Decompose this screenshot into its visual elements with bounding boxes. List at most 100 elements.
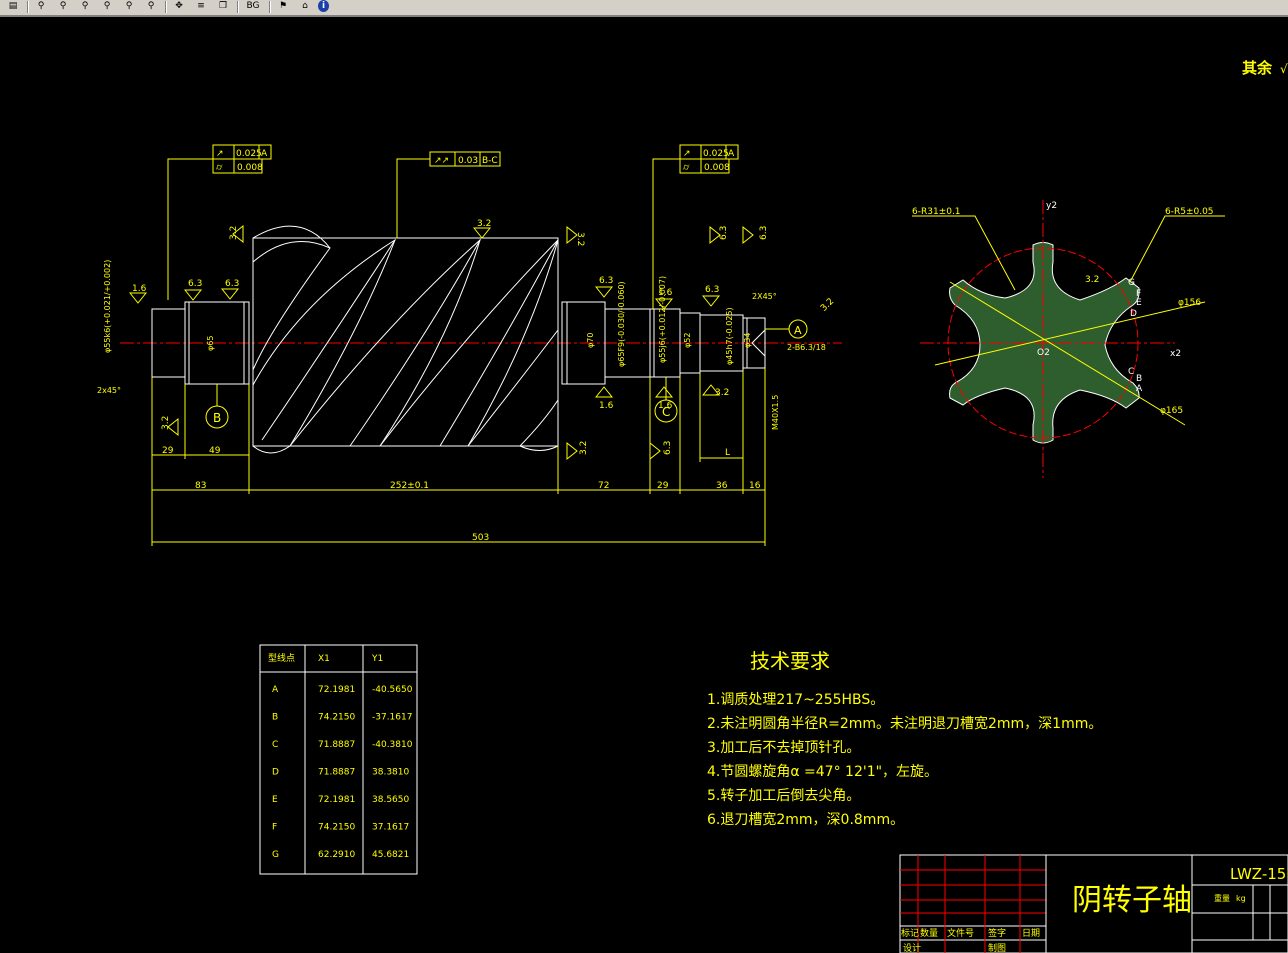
- table-cell: -37.1617: [372, 713, 412, 723]
- tech-req-item: 1.调质处理217~255HBS。: [707, 692, 884, 708]
- datum-markers: [205, 319, 808, 429]
- title-row-label: 设计: [903, 942, 921, 953]
- toolbar-separator: [27, 1, 29, 13]
- dim-d45: φ45h7(-0.025): [725, 307, 734, 365]
- roughness-value: 6.3: [225, 279, 239, 289]
- table-cell: B: [272, 713, 278, 723]
- roughness-value: 3.2: [715, 388, 729, 398]
- roughness-note: 其余: [1242, 59, 1273, 77]
- pan-icon[interactable]: ✥: [175, 1, 183, 11]
- zoom-window-icon[interactable]: ⚲: [81, 1, 89, 11]
- datum-b-label: B: [213, 411, 221, 425]
- home-icon[interactable]: ⌂: [302, 1, 308, 11]
- roughness-value: 6.3: [188, 279, 202, 289]
- roughness-value: 3.2: [161, 416, 171, 430]
- gdt-mid-runout: 0.03: [458, 156, 478, 166]
- gdt-left-cyl-icon: ⌭: [216, 163, 223, 173]
- table-cell: A: [272, 685, 279, 695]
- title-row-label: 签字: [988, 927, 1006, 939]
- tech-req-item: 6.退刀槽宽2mm，深0.8mm。: [707, 811, 904, 828]
- rotor-lobe: [261, 239, 396, 441]
- rotor-lobe: [467, 329, 559, 447]
- dim-503: 503: [472, 533, 489, 543]
- section-point: C: [1128, 367, 1134, 377]
- roughness-value: 1.6: [658, 288, 673, 298]
- zoom-realtime-icon[interactable]: ⚲: [103, 1, 111, 11]
- title-row-label: 制图: [988, 942, 1006, 953]
- info-icon[interactable]: i: [318, 0, 329, 12]
- dim-l: L: [725, 448, 730, 458]
- table-cell: 38.5650: [372, 795, 409, 805]
- table-cell: 38.3810: [372, 768, 409, 778]
- roughness-value: 1.6: [132, 284, 147, 294]
- table-cell: 74.2150: [318, 823, 355, 833]
- table-cell: G: [272, 850, 279, 860]
- layers-icon[interactable]: ≡: [197, 1, 205, 11]
- table-cell: 62.2910: [318, 850, 355, 860]
- tech-req-title: 技术要求: [750, 649, 830, 673]
- part-name: 阴转子轴: [1072, 883, 1192, 918]
- rotor-lobe: [519, 399, 559, 447]
- datum-a-label: A: [794, 324, 802, 337]
- table-cell: 71.8887: [318, 768, 355, 778]
- copy-icon[interactable]: ❐: [218, 1, 228, 11]
- gdt-left-datum: A: [261, 149, 268, 159]
- profile-table: [259, 644, 418, 875]
- section-r5: 6-R5±0.05: [1165, 207, 1214, 217]
- bookmark-icon[interactable]: ⚑: [278, 1, 288, 11]
- table-cell: 45.6821: [372, 850, 409, 860]
- roughness-value: 6.3: [705, 285, 719, 295]
- roughness-note-glyph: √: [1280, 62, 1288, 76]
- roughness-value: 3.2: [477, 219, 491, 229]
- section-x2: x2: [1170, 349, 1181, 359]
- gdt-left-cyl: 0.008: [237, 163, 263, 173]
- title-row-label: 文件号: [947, 927, 974, 939]
- table-cell: 72.1981: [318, 795, 355, 805]
- title-row-label: 日期: [1022, 928, 1040, 939]
- roughness-value: 6.3: [719, 226, 729, 240]
- table-cell: 74.2150: [318, 713, 355, 723]
- rotor-lobe: [439, 239, 559, 447]
- table-header-cell: Y1: [371, 654, 383, 664]
- dim-83: 83: [195, 481, 206, 491]
- cad-drawing-canvas[interactable]: 其余 √: [0, 17, 1288, 953]
- roughness-marks: [128, 224, 754, 461]
- tech-req-item: 3.加工后不去掉顶针孔。: [707, 740, 860, 756]
- datum-c-label: C: [662, 405, 670, 419]
- dim-16: 16: [749, 481, 761, 491]
- zoom-out-icon[interactable]: ⚲: [59, 1, 67, 11]
- section-d165: φ165: [1160, 406, 1183, 416]
- zoom-in-icon[interactable]: ⚲: [125, 1, 133, 11]
- thread-end: [742, 317, 766, 369]
- zoom-icon[interactable]: ⚲: [37, 1, 45, 11]
- tech-req-item: 2.未注明圆角半径R=2mm。未注明退刀槽宽2mm，深1mm。: [707, 715, 1102, 732]
- toolbar-separator: [237, 1, 239, 13]
- gdt-right-cyl: 0.008: [704, 163, 730, 173]
- gdt-mid-datum: B-C: [482, 156, 498, 166]
- table-header-cell: 型线点: [268, 652, 295, 664]
- gdt-right-runout-icon: ↗: [683, 149, 691, 159]
- dim-d55: φ55k6(+0.021/+0.002): [103, 260, 112, 353]
- dim-d34: φ34: [743, 333, 752, 348]
- section-y2: y2: [1046, 201, 1057, 211]
- title-row-label: 数量: [920, 927, 938, 939]
- dim-29b: 29: [657, 481, 669, 491]
- zoom-previous-icon[interactable]: ⚲: [147, 1, 155, 11]
- gdt-mid-runout-icon: ↗↗: [434, 156, 449, 166]
- roughness-value: 3.2: [575, 232, 585, 246]
- section-d156: φ156: [1178, 298, 1201, 308]
- table-cell: C: [272, 740, 278, 750]
- section-point: B: [1136, 374, 1142, 384]
- bg-button[interactable]: BG: [246, 1, 260, 11]
- table-header-cell: X1: [318, 654, 330, 664]
- dim-d52: φ52: [683, 333, 692, 348]
- print-icon[interactable]: ▤: [8, 1, 18, 11]
- title-block: [899, 854, 1288, 953]
- dim-chamfer-right: 2X45°: [752, 292, 777, 301]
- tech-req-item: 4.节圆螺旋角α =47° 12'1"，左旋。: [707, 764, 938, 780]
- dim-d65: φ65: [206, 336, 215, 351]
- rotor-lobe: [349, 239, 481, 447]
- roughness-value: 6.3: [599, 276, 613, 286]
- roughness-value: 3.2: [819, 297, 836, 314]
